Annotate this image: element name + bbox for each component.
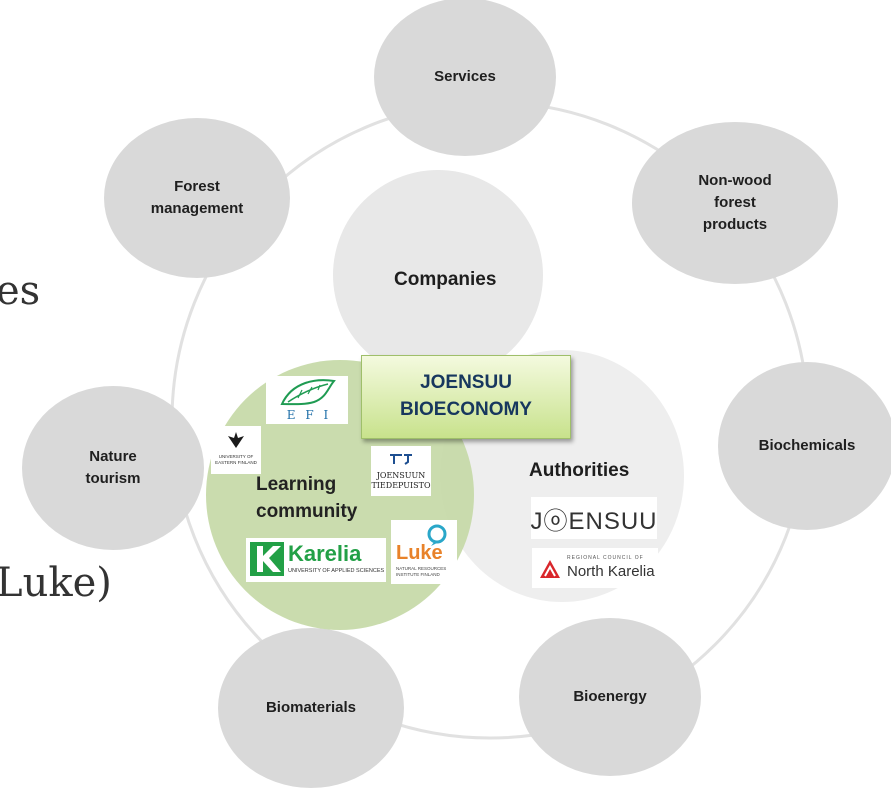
node-biomaterials-label: Biomaterials [265,699,357,717]
joensuu-bioeconomy-box: JOENSUU BIOECONOMY [361,355,571,439]
circle-companies [333,170,543,380]
node-services-label: Services [434,68,496,86]
uef-text: UNIVERSITY OF EASTERN FINLAND [215,454,257,465]
luke-subtext: NATURAL RESOURCES INSTITUTE FINLAND [396,566,447,577]
node-nature-tourism-label: Nature tourism [85,448,141,487]
karelia-text: Karelia [288,541,362,566]
luke-logo: Luke NATURAL RESOURCES INSTITUTE FINLAND [391,520,457,584]
karelia-k-icon [250,542,284,576]
cut-text-lower: Luke) [0,560,112,606]
uef-emblem-icon [228,432,244,448]
efi-logo: E F I [266,376,348,424]
node-nature-tourism: Nature tourism [22,386,204,550]
luke-text: Luke [396,542,443,564]
joensuu-city-text: JⓞENSUU [530,507,658,535]
node-biomaterials: Biomaterials [218,628,404,788]
label-companies: Companies [394,269,497,290]
joensuu-city-logo: JⓞENSUU [531,497,657,539]
tiedepuisto-text: JOENSUUN TIEDEPUISTO [371,471,431,490]
node-non-wood-label: Non-wood forest products [698,172,772,233]
node-biochemicals-label: Biochemicals [758,437,856,455]
node-forest-management-label: Forest management [150,178,244,217]
efi-text: E F I [286,408,332,422]
karelia-logo: Karelia UNIVERSITY OF APPLIED SCIENCES [246,538,386,582]
north-karelia-small-text: REGIONAL COUNCIL OF [567,555,644,561]
north-karelia-text: North Karelia [567,563,655,580]
node-forest-management: Forest management [104,118,290,278]
node-non-wood-forest-products: Non-wood forest products [632,122,838,284]
karelia-subtext: UNIVERSITY OF APPLIED SCIENCES [288,568,385,574]
tiedepuisto-mark-icon [390,454,412,465]
tiedepuisto-logo: JOENSUUN TIEDEPUISTO [371,446,431,496]
node-bioenergy-label: Bioenergy [573,688,647,706]
north-karelia-crest-icon [540,560,560,578]
node-bioenergy: Bioenergy [519,618,701,776]
label-learning-community: Learning community [256,474,358,522]
node-services: Services [374,0,556,156]
north-karelia-logo: REGIONAL COUNCIL OF North Karelia [532,548,658,588]
luke-bubble-icon [427,524,447,546]
label-authorities: Authorities [529,460,630,481]
efi-leaf-icon [280,379,336,406]
cut-text-upper: es [0,268,41,314]
node-biochemicals: Biochemicals [718,362,891,530]
uef-logo: UNIVERSITY OF EASTERN FINLAND [211,426,261,474]
joensuu-bioeconomy-label: JOENSUU BIOECONOMY [400,372,532,420]
